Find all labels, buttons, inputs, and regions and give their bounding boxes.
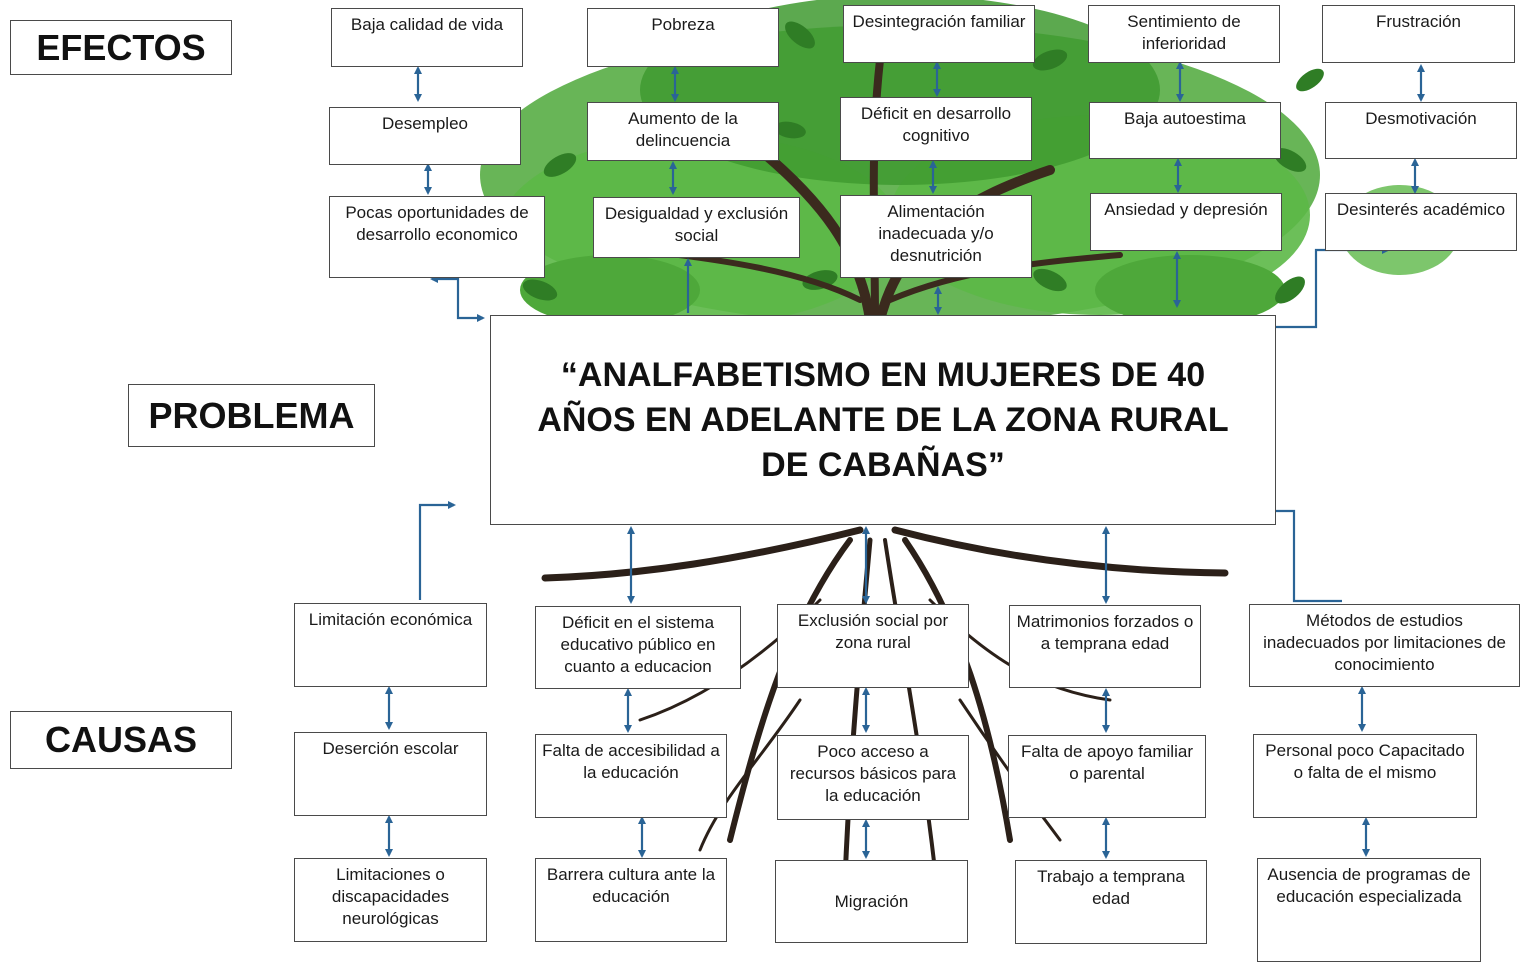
cause-box: Limitaciones o discapacidades neurológic… xyxy=(294,858,487,942)
central-problem: “ANALFABETISMO EN MUJERES DE 40 AÑOS EN … xyxy=(490,315,1276,525)
cause-box: Personal poco Capacitado o falta de el m… xyxy=(1253,734,1477,818)
cause-box: Deserción escolar xyxy=(294,732,487,816)
effect-box: Ansiedad y depresión xyxy=(1090,193,1282,251)
effect-box: Pocas oportunidades de desarrollo econom… xyxy=(329,196,545,278)
cause-box: Migración xyxy=(775,860,968,943)
cause-box: Falta de accesibilidad a la educación xyxy=(535,734,727,818)
cause-box: Barrera cultura ante la educación xyxy=(535,858,727,942)
section-label-effects: EFECTOS xyxy=(10,20,232,75)
cause-box: Métodos de estudios inadecuados por limi… xyxy=(1249,604,1520,687)
cause-box: Exclusión social por zona rural xyxy=(777,604,969,688)
cause-box: Poco acceso a recursos básicos para la e… xyxy=(777,735,969,820)
connector-arrow xyxy=(418,501,456,600)
effect-box: Pobreza xyxy=(587,8,779,67)
effect-box: Sentimiento de inferioridad xyxy=(1088,5,1280,63)
effect-box: Desintegración familiar xyxy=(843,5,1035,63)
effect-box: Desigualdad y exclusión social xyxy=(593,197,800,258)
cause-box: Falta de apoyo familiar o parental xyxy=(1008,735,1206,818)
connector-arrow xyxy=(430,275,485,322)
effect-box: Desempleo xyxy=(329,107,521,165)
cause-box: Limitación económica xyxy=(294,603,487,687)
cause-box: Ausencia de programas de educación espec… xyxy=(1257,858,1481,962)
section-label-problem: PROBLEMA xyxy=(128,384,375,447)
effect-box: Desmotivación xyxy=(1325,102,1517,159)
effect-box: Aumento de la delincuencia xyxy=(587,102,779,161)
cause-box: Matrimonios forzados o a temprana edad xyxy=(1009,605,1201,688)
effect-box: Baja autoestima xyxy=(1089,102,1281,159)
effect-box: Frustración xyxy=(1322,5,1515,63)
effect-box: Alimentación inadecuada y/o desnutrición xyxy=(840,195,1032,278)
effect-box: Desinterés académico xyxy=(1325,193,1517,251)
effect-box: Déficit en desarrollo cognitivo xyxy=(840,97,1032,161)
effect-box: Baja calidad de vida xyxy=(331,8,523,67)
cause-box: Trabajo a temprana edad xyxy=(1015,860,1207,944)
cause-box: Déficit en el sistema educativo público … xyxy=(535,606,741,689)
section-label-causes: CAUSAS xyxy=(10,711,232,769)
